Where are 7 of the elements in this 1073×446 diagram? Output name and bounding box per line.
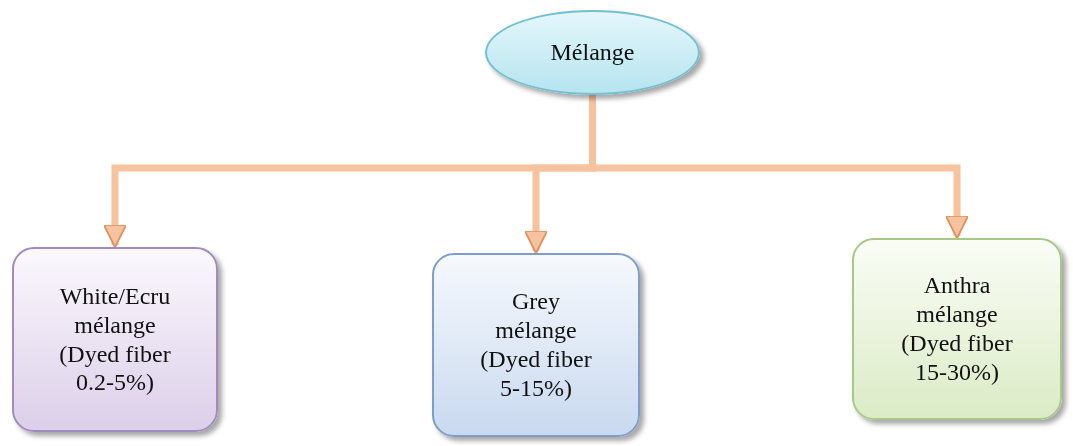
rounded-box <box>432 253 640 437</box>
node-label: Grey mélange (Dyed fiber 5-15%) <box>479 287 593 403</box>
rounded-box <box>12 247 218 432</box>
node-label: Mélange <box>549 38 636 67</box>
node-label: Anthra mélange (Dyed fiber 15-30%) <box>900 271 1014 387</box>
rounded-box <box>852 238 1062 420</box>
node-label: White/Ecru mélange (Dyed fiber 0.2-5%) <box>58 281 172 398</box>
